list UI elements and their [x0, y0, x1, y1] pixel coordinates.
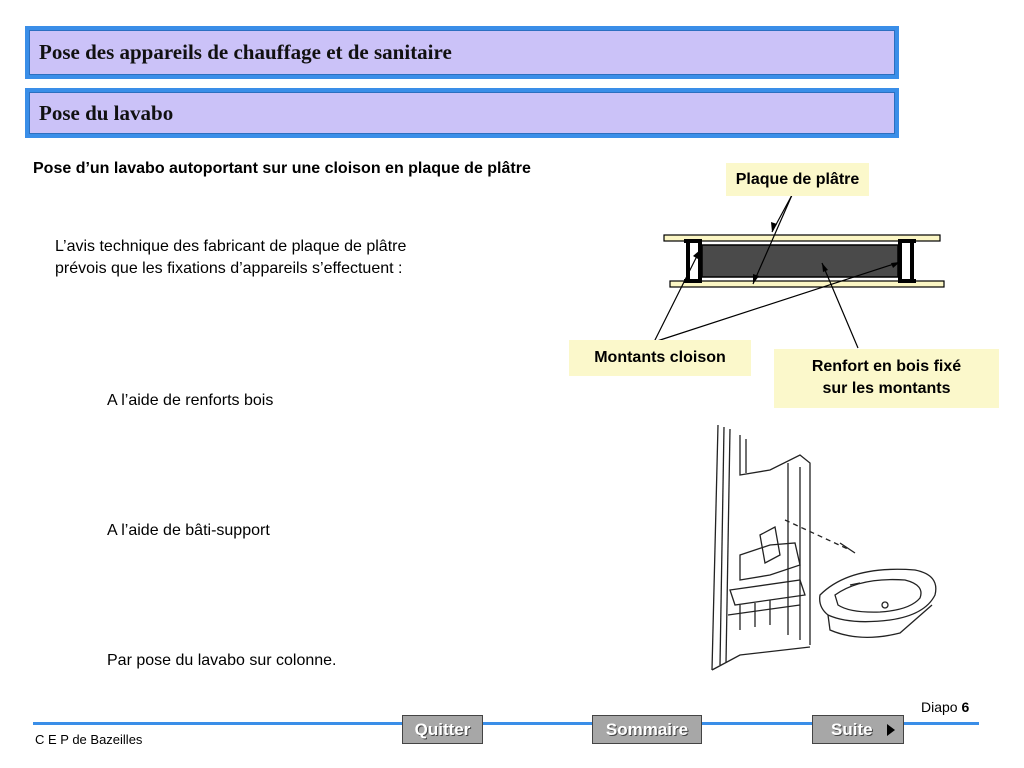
wall-cross-section-diagram	[653, 194, 945, 349]
play-arrow-icon	[887, 724, 895, 736]
label-renfort-bois: Renfort en bois fixé sur les montants	[774, 349, 999, 408]
section-title: Pose du lavabo	[29, 92, 895, 134]
frame-left-edge	[711, 424, 719, 671]
summary-button[interactable]: Sommaire	[592, 715, 702, 744]
intro-line-2: prévois que les fixations d’appareils s’…	[55, 260, 403, 277]
washbasin-outline	[819, 568, 937, 623]
arrow-renfort	[821, 262, 859, 349]
label-plaque-platre: Plaque de plâtre	[726, 163, 869, 196]
quit-button[interactable]: Quitter	[402, 715, 483, 744]
intro-paragraph: L’avis technique des fabricant de plaque…	[55, 236, 515, 280]
content-heading: Pose d’un lavabo autoportant sur une clo…	[33, 160, 531, 177]
organization-name: C E P de Bazeilles	[35, 732, 143, 747]
arrow-plaque-bottom	[752, 194, 793, 285]
wood-reinforcement	[701, 244, 899, 278]
list-item: A l’aide de renforts bois	[107, 392, 274, 409]
main-title: Pose des appareils de chauffage et de sa…	[29, 30, 895, 75]
label-montants-cloison: Montants cloison	[569, 340, 751, 376]
subtitle-banner: Pose du lavabo	[25, 88, 899, 138]
list-item: A l’aide de bâti-support	[107, 522, 270, 539]
list-item: Par pose du lavabo sur colonne.	[107, 652, 337, 669]
stud-left	[684, 239, 702, 283]
slide-number: 6	[961, 699, 970, 715]
slide-label: Diapo	[921, 699, 958, 715]
arrow-montant-left	[653, 249, 701, 343]
main-title-banner: Pose des appareils de chauffage et de sa…	[25, 26, 899, 79]
arrow-montant-right	[653, 261, 901, 343]
next-button[interactable]: Suite	[812, 715, 904, 744]
plaster-board-bottom	[669, 280, 945, 288]
slide-counter: Diapo 6	[921, 699, 969, 715]
intro-line-1: L’avis technique des fabricant de plaque…	[55, 238, 407, 255]
footer-divider	[33, 722, 979, 725]
label-renfort-line-2: sur les montants	[822, 380, 951, 397]
label-renfort-line-1: Renfort en bois fixé	[811, 358, 962, 375]
stud-right	[898, 239, 916, 283]
plaster-board-top	[663, 234, 941, 242]
next-button-label: Suite	[831, 720, 873, 739]
wall-frame-washbasin-illustration	[711, 424, 937, 671]
